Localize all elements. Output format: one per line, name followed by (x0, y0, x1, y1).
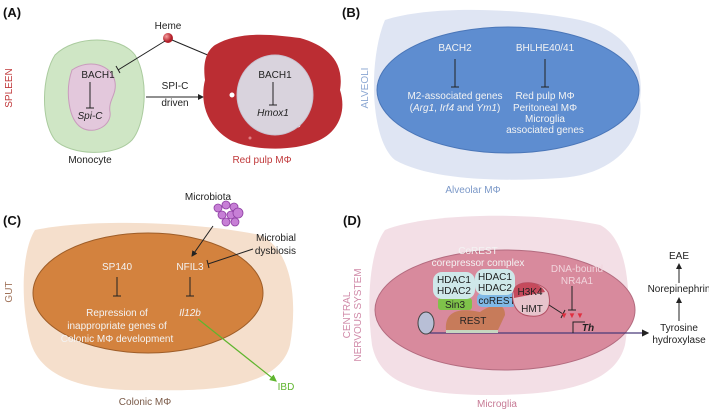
tissue-label: ALVEOLI (360, 68, 371, 109)
inhibition-mark (451, 59, 459, 88)
panel-label: (D) (343, 213, 361, 228)
inhibition-mark (186, 277, 194, 297)
panel-b: (B) ALVEOLI BACH2 M2-associated genes (A… (342, 5, 641, 196)
th-gene: Th (582, 323, 594, 334)
nr4a1-binding-icon: ▼▼▼ (560, 311, 584, 320)
alveolar-label: Alveolar MΦ (445, 185, 500, 196)
inhibition-mark (541, 59, 549, 88)
eae-label: EAE (669, 251, 689, 262)
bach2: BACH2 (438, 43, 472, 54)
hdac2-a: HDAC2 (437, 286, 471, 297)
hdac1-a: HDAC1 (437, 275, 471, 286)
nr4a1-inhibit (568, 286, 576, 311)
il12b-gene: Il12b (179, 308, 201, 319)
bhlhe40-41: BHLHE40/41 (516, 43, 575, 54)
panel-a: (A) SPLEEN BACH1 Spi-C Heme SPI-C driven… (3, 5, 343, 166)
colonic-label: Colonic MΦ (119, 397, 171, 408)
m2-genes: M2-associated genes (407, 91, 502, 102)
ibd-label: IBD (278, 382, 295, 393)
corest-complex-2: corepressor complex (432, 258, 525, 269)
m2-gene-list: (Arg1, Irf4 and Ym1) (410, 103, 501, 114)
ibd-arrow (197, 318, 277, 382)
nr4a1-label-1: DNA-bound (551, 264, 603, 275)
dysbiosis-label-1: Microbial (256, 233, 296, 244)
monocyte-nucleus (67, 63, 116, 131)
dysbiosis-label-2: dysbiosis (255, 246, 296, 257)
hmt-label: HMT (521, 304, 543, 315)
corest-protein (477, 293, 517, 307)
nfil3: NFIL3 (176, 262, 204, 273)
microbiota-label: Microbiota (185, 192, 232, 203)
hmt-inhibit (548, 304, 566, 319)
tissue-label: GUT (4, 281, 15, 302)
sp140-target: inappropriate genes of (67, 321, 167, 332)
heme-inhibit-left (115, 40, 166, 74)
rest-label: REST (460, 316, 487, 327)
alveolar-nucleus (376, 26, 640, 154)
microbiota-arrow (191, 225, 214, 257)
nucleosome (417, 311, 435, 335)
norepinephrin-label: Norepinephrin (648, 284, 709, 295)
panel-c: (C) GUT SP140 Repression of inappropriat… (3, 192, 296, 408)
panel-label: (C) (3, 213, 21, 228)
inhibition-mark (269, 82, 277, 106)
tissue-label-2: NERVOUS SYSTEM (353, 268, 364, 361)
sp140: SP140 (102, 262, 132, 273)
inhibition-mark (113, 277, 121, 297)
arrow-label-2: driven (161, 98, 188, 109)
microbiota-icon (213, 200, 244, 227)
rest-protein (445, 305, 505, 330)
target-gene: Red pulp MΦ (515, 91, 574, 102)
sp140-target: Colonic MΦ development (61, 334, 174, 345)
h3k4-label: H3K4 (517, 287, 542, 298)
tyrosine-hydroxylase-1: Tyrosine (660, 323, 698, 334)
inhibition-mark (86, 82, 94, 109)
sin3-label: Sin3 (445, 300, 465, 311)
colonic-nucleus (32, 232, 264, 354)
sp140-target: Repression of (86, 308, 148, 319)
corest-complex-1: CoREST (458, 246, 497, 257)
promoter-mark (572, 321, 585, 333)
dysbiosis-inhibit (206, 248, 254, 269)
arrow-label-1: SPI-C (162, 81, 189, 92)
sin3-protein (438, 298, 472, 310)
hdac-complex-b (475, 269, 515, 295)
hdac-complex-a (433, 272, 475, 299)
heme-label: Heme (155, 21, 182, 32)
target-gene: associated genes (506, 125, 584, 136)
heme-molecule (163, 33, 173, 43)
hdac2-b: HDAC2 (478, 283, 512, 294)
tyrosine-hydroxylase-2: hydroxylase (652, 335, 706, 346)
microglia-label: Microglia (477, 399, 517, 410)
red-pulp-label: Red pulp MΦ (232, 155, 291, 166)
target-gene: Peritoneal MΦ (513, 103, 577, 114)
hmox1-gene: Hmox1 (257, 108, 289, 119)
tissue-label: SPLEEN (4, 68, 15, 107)
tissue-label-1: CENTRAL (342, 291, 353, 338)
panel-label: (B) (342, 5, 360, 20)
panel-d: (D) CENTRAL NERVOUS SYSTEM CoREST corepr… (342, 213, 709, 410)
nr4a1-label-2: NR4A1 (561, 276, 594, 287)
corest-label: coREST (478, 296, 515, 307)
bach1-right: BACH1 (258, 70, 292, 81)
spi-c-gene: Spi-C (77, 111, 103, 122)
hdac1-b: HDAC1 (478, 272, 512, 283)
bach1-left: BACH1 (81, 70, 115, 81)
red-pulp-nucleus (236, 54, 314, 136)
panel-label: (A) (3, 5, 21, 20)
target-gene: Microglia (525, 114, 565, 125)
monocyte-label: Monocyte (68, 155, 112, 166)
